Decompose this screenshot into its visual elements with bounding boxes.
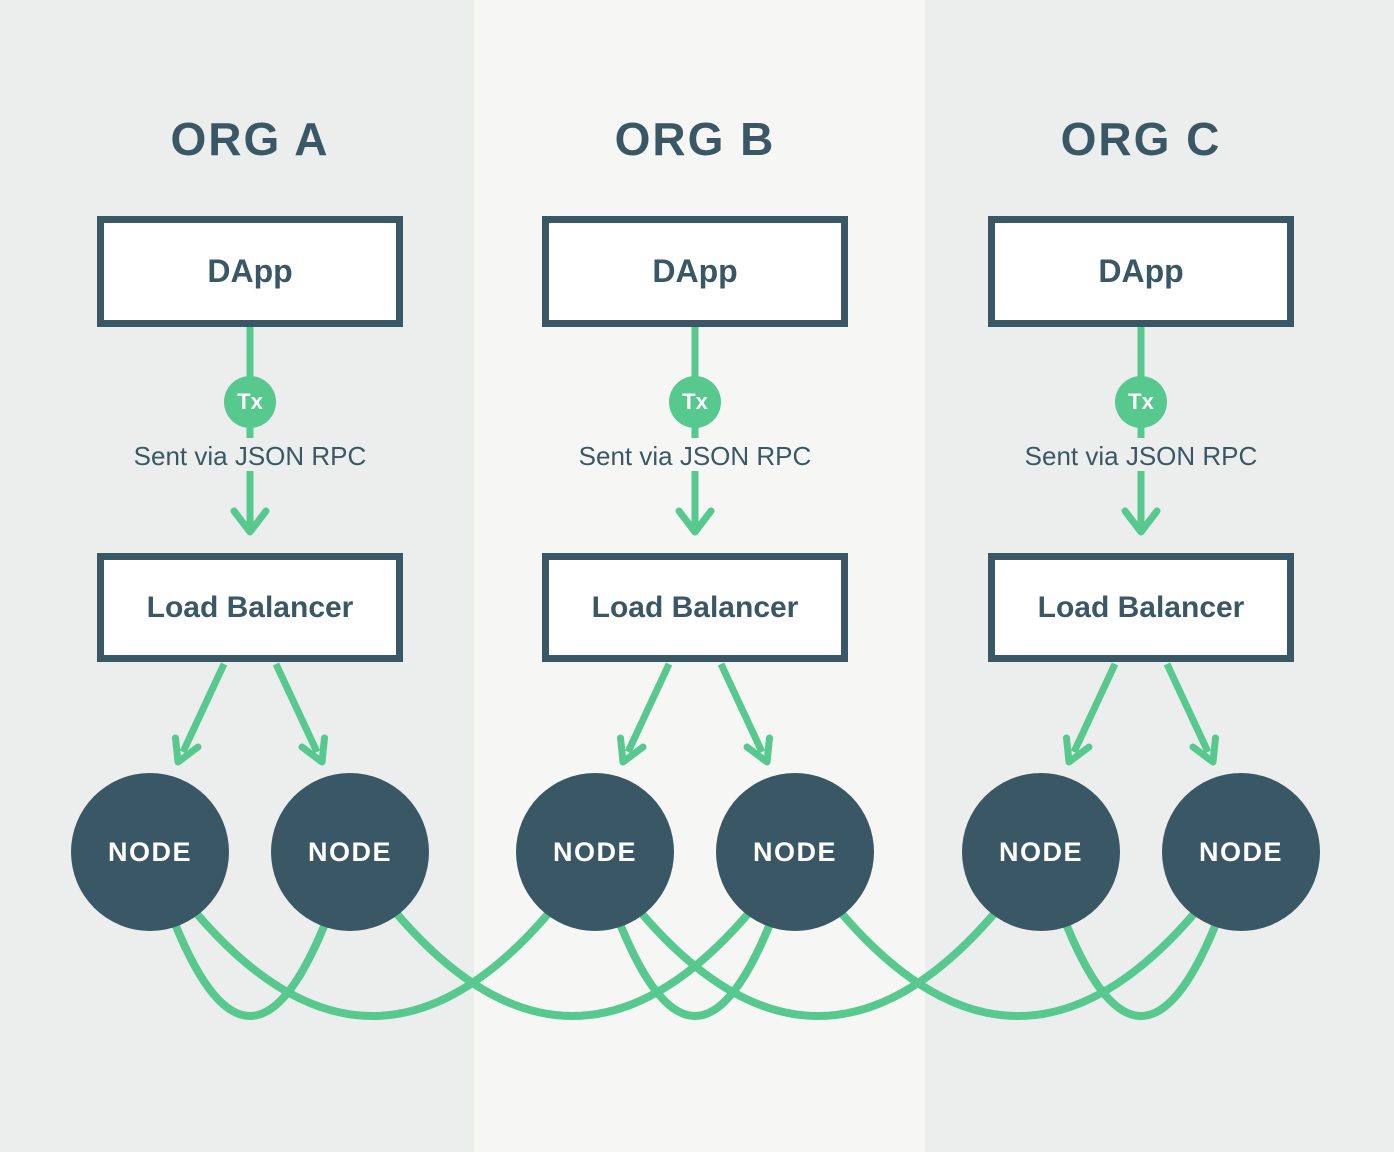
load-balancer-label: Load Balancer xyxy=(591,590,799,624)
tx-badge-label: Tx xyxy=(1128,389,1154,414)
dapp-box: DApp xyxy=(97,216,403,327)
node-label: NODE xyxy=(107,837,192,867)
load-balancer-label: Load Balancer xyxy=(146,590,354,624)
node-circle-org-c-2 xyxy=(1162,773,1320,931)
mesh-connection-a2-b2 xyxy=(346,849,799,1020)
json-rpc-caption: Sent via JSON RPC xyxy=(133,441,367,471)
mesh-connection-b1-b2 xyxy=(591,850,799,1020)
lb-arrow-left-shaft xyxy=(179,662,228,754)
org-title: ORG A xyxy=(170,113,330,165)
node-label: NODE xyxy=(307,837,392,867)
dapp-box: DApp xyxy=(988,216,1294,327)
node-circle-org-a-1 xyxy=(71,773,229,931)
json-rpc-caption: Sent via JSON RPC xyxy=(1024,441,1258,471)
lb-arrow-left-head xyxy=(1063,734,1093,766)
lb-arrow-right-head xyxy=(298,734,328,766)
node-label: NODE xyxy=(1198,837,1283,867)
node-circle-org-c-1 xyxy=(962,773,1120,931)
lb-arrow-left-shaft xyxy=(624,662,673,754)
node-circle-org-b-1 xyxy=(516,773,674,931)
node-label: NODE xyxy=(998,837,1083,867)
tx-badge-label: Tx xyxy=(237,389,263,414)
json-rpc-arrow-head xyxy=(1121,507,1161,536)
load-balancer-label: Load Balancer xyxy=(1037,590,1245,624)
load-balancer-box: Load Balancer xyxy=(988,553,1294,662)
load-balancer-box: Load Balancer xyxy=(97,553,403,662)
mesh-connection-b2-c2 xyxy=(791,849,1245,1020)
org-title: ORG B xyxy=(614,113,776,165)
dapp-box: DApp xyxy=(542,216,848,327)
dapp-label: DApp xyxy=(652,253,738,289)
lb-arrow-right-shaft xyxy=(272,662,321,754)
tx-badge: Tx xyxy=(1115,376,1167,428)
tx-badge-label: Tx xyxy=(682,389,708,414)
load-balancer-box: Load Balancer xyxy=(542,553,848,662)
lb-arrow-right-shaft xyxy=(1163,662,1212,754)
tx-badge: Tx xyxy=(224,376,276,428)
lb-arrow-right-head xyxy=(1189,734,1219,766)
dapp-label: DApp xyxy=(207,253,293,289)
tx-badge: Tx xyxy=(669,376,721,428)
node-circles xyxy=(71,773,1320,931)
node-mesh xyxy=(146,849,1245,1020)
lb-arrow-right-shaft xyxy=(717,662,766,754)
node-label: NODE xyxy=(752,837,837,867)
lb-arrow-left-head xyxy=(617,734,647,766)
node-label: NODE xyxy=(552,837,637,867)
mesh-connection-a1-a2 xyxy=(146,850,354,1020)
org-b-flow-graphics xyxy=(617,327,773,766)
org-title: ORG C xyxy=(1060,113,1222,165)
org-c-flow-graphics xyxy=(1063,327,1219,766)
json-rpc-caption: Sent via JSON RPC xyxy=(578,441,812,471)
node-circle-org-b-2 xyxy=(716,773,874,931)
org-a-flow-graphics xyxy=(172,327,328,766)
json-rpc-arrow-head xyxy=(675,507,715,536)
node-circle-org-a-2 xyxy=(271,773,429,931)
json-rpc-arrow-head xyxy=(230,507,270,536)
lb-arrow-left-shaft xyxy=(1070,662,1119,754)
mesh-connection-a1-b1 xyxy=(146,849,599,1020)
dapp-label: DApp xyxy=(1098,253,1184,289)
mesh-connection-c1-c2 xyxy=(1037,850,1245,1020)
lb-arrow-right-head xyxy=(743,734,773,766)
lb-arrow-left-head xyxy=(172,734,202,766)
mesh-connection-b1-c1 xyxy=(591,849,1045,1020)
